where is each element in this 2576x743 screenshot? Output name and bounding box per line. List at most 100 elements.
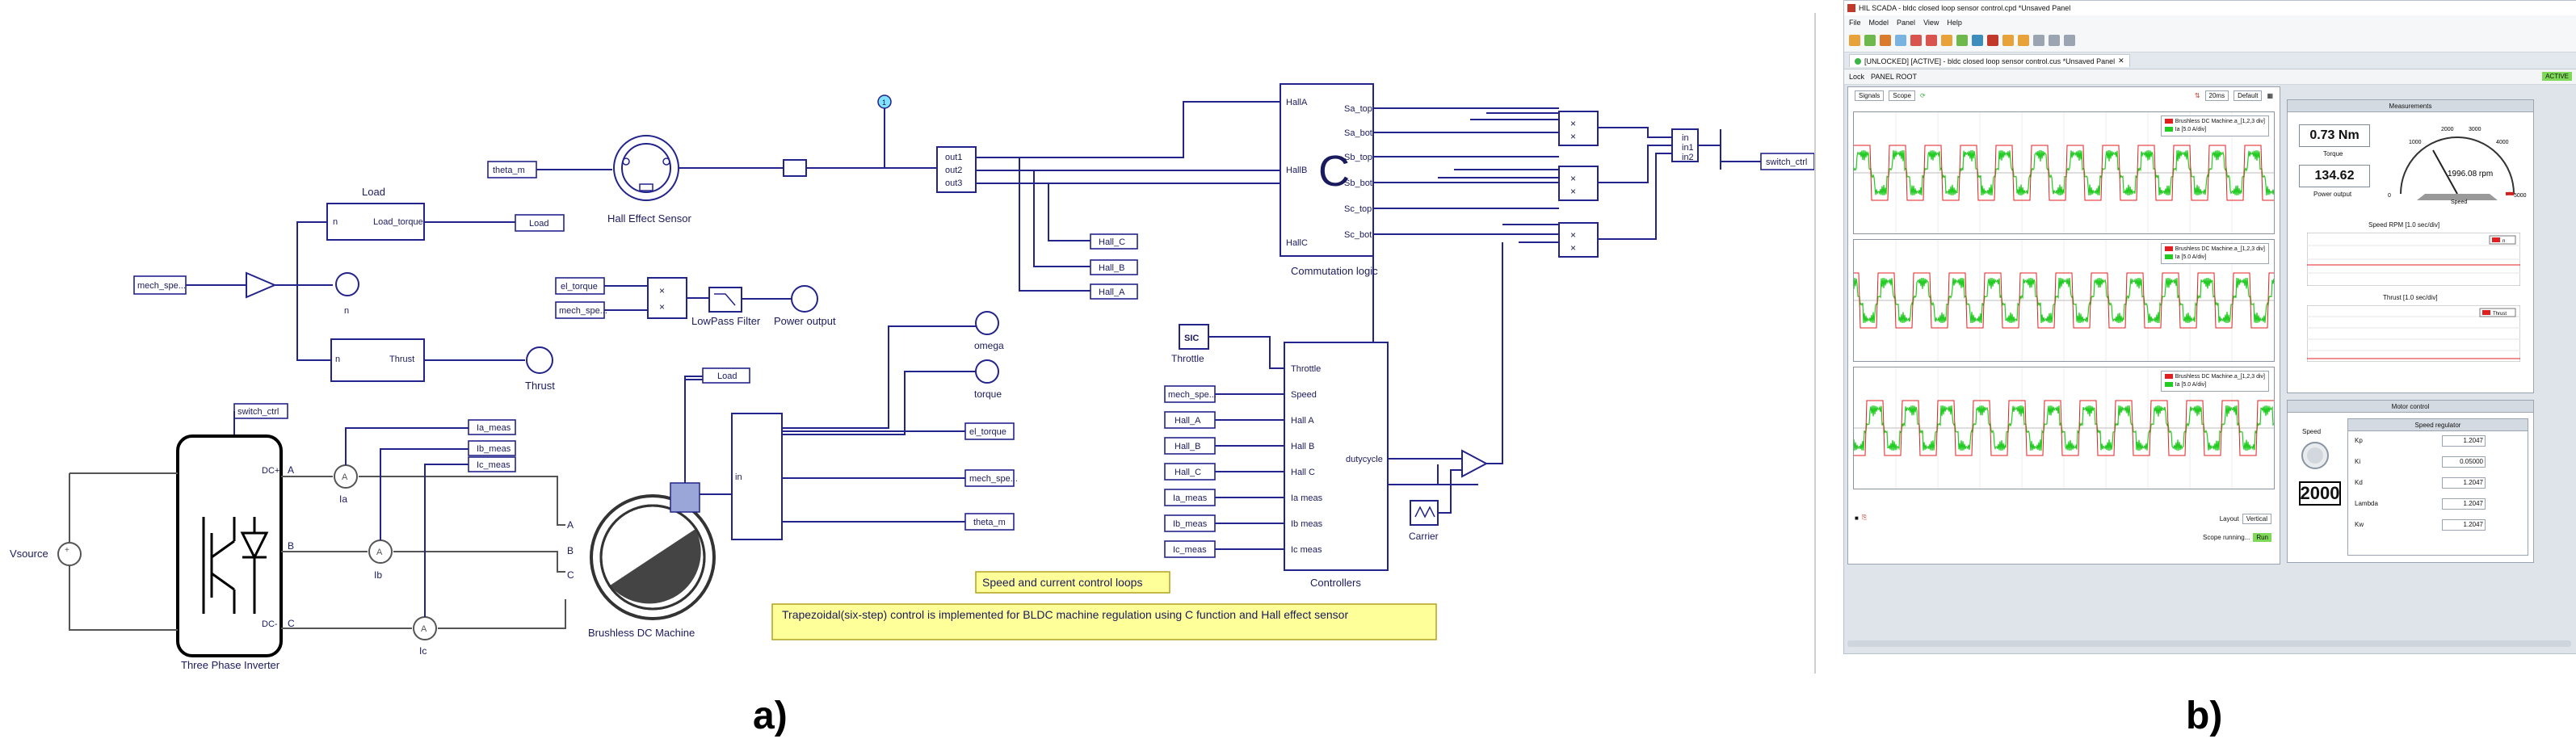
theta-out-tag[interactable] <box>964 513 1015 531</box>
hall-a-tag[interactable] <box>1090 283 1138 300</box>
svg-text:n: n <box>333 217 338 227</box>
scope-plot-2[interactable]: Brushless DC Machine.a_[1,2,3 div] Ia [5… <box>1853 239 2275 362</box>
and-gate-c[interactable] <box>1558 222 1599 258</box>
speed-setpoint-input[interactable]: 2000 <box>2299 481 2341 506</box>
mux-block[interactable] <box>1671 128 1699 162</box>
signals-button[interactable]: Signals <box>1855 90 1885 101</box>
ic-meas-tag[interactable] <box>468 456 516 472</box>
lowpass-filter-block[interactable] <box>708 287 742 313</box>
param-lambda-input[interactable]: 1.2047 <box>2442 497 2486 510</box>
carrier-block[interactable] <box>1410 500 1439 526</box>
param-ki-input[interactable]: 0.05000 <box>2442 455 2486 468</box>
menu-panel[interactable]: Panel <box>1897 18 1916 27</box>
svg-text:Hall A: Hall A <box>1291 416 1314 426</box>
panel-icon[interactable] <box>1941 35 1952 46</box>
hall-b-tag[interactable] <box>1090 259 1138 275</box>
thrust-trend-chart[interactable]: Thrust <box>2307 305 2520 362</box>
start-icon[interactable] <box>1972 35 1983 46</box>
param-row: Kd 1.2047 <box>2355 476 2524 489</box>
ia-meas-tag[interactable] <box>468 419 516 435</box>
open-icon[interactable] <box>1864 35 1876 46</box>
trigger-select[interactable]: Default <box>2234 90 2263 101</box>
param-kp-input[interactable]: 1.2047 <box>2442 434 2486 447</box>
mech-output-block[interactable] <box>731 413 783 540</box>
time-base-select[interactable]: 20ms <box>2204 90 2229 101</box>
fit-icon[interactable] <box>2064 35 2075 46</box>
new-panel-icon[interactable] <box>1849 35 1860 46</box>
layout-select[interactable]: Vertical <box>2242 514 2271 524</box>
load-model-icon[interactable] <box>1910 35 1922 46</box>
model-icon[interactable] <box>1895 35 1906 46</box>
tab-panel[interactable]: [UNLOCKED] [ACTIVE] - bldc closed loop s… <box>1849 54 2130 67</box>
svg-text:in: in <box>735 472 742 482</box>
el-torque-out-tag[interactable] <box>964 422 1015 440</box>
svg-text:Trapezoidal(six-step) control: Trapezoidal(six-step) control is impleme… <box>782 608 1348 621</box>
panel-root-breadcrumb[interactable]: PANEL ROOT <box>1871 73 1918 81</box>
multiplier-block[interactable] <box>647 277 687 319</box>
power-output-sink[interactable] <box>791 285 818 313</box>
measurements-widget: Measurements 0.73 Nm Torque 134.62 Power… <box>2287 99 2534 393</box>
gain-block[interactable] <box>246 271 277 299</box>
thrust-sink[interactable] <box>526 346 553 374</box>
camera-icon[interactable]: ■ <box>1855 514 1859 522</box>
zoom-in-icon[interactable] <box>2033 35 2044 46</box>
close-tab-icon[interactable]: ✕ <box>2118 57 2124 65</box>
note-body <box>771 603 1437 640</box>
param-kw-input[interactable]: 1.2047 <box>2442 518 2486 531</box>
controllers-block[interactable] <box>1284 342 1389 571</box>
svg-text:omega: omega <box>974 340 1004 351</box>
svg-text:Ia_meas: Ia_meas <box>1173 493 1208 503</box>
stop-icon[interactable] <box>1987 35 1998 46</box>
machine-mech-port[interactable] <box>670 482 700 513</box>
menu-model[interactable]: Model <box>1868 18 1889 27</box>
menu-file[interactable]: File <box>1849 18 1861 27</box>
comparator-block[interactable] <box>1461 449 1489 478</box>
toolbar <box>1844 29 2576 52</box>
and-gate-a[interactable] <box>1558 111 1599 146</box>
hall-section: theta_m Hall Effect Sensor 1 out1 out2 o… <box>487 94 1281 300</box>
trigger-icon[interactable]: ⇅ <box>2194 92 2200 99</box>
options-icon[interactable]: ▦ <box>2267 92 2273 99</box>
zoom-out-icon[interactable] <box>2049 35 2060 46</box>
redo-icon[interactable] <box>2018 35 2029 46</box>
menu-view[interactable]: View <box>1923 18 1939 27</box>
undo-icon[interactable] <box>2002 35 2014 46</box>
refresh-icon[interactable]: ⟳ <box>1919 92 1926 99</box>
svg-text:mech_spe...: mech_spe... <box>137 281 186 291</box>
param-kd-input[interactable]: 1.2047 <box>2442 476 2486 489</box>
horizontal-scrollbar[interactable] <box>1847 640 2571 647</box>
speed-knob[interactable] <box>2299 439 2331 472</box>
ib-meas-tag[interactable] <box>468 440 516 456</box>
export-icon[interactable]: ⎘ <box>1861 514 1868 521</box>
mech-speed-out-tag[interactable] <box>964 469 1015 487</box>
settings-icon[interactable] <box>1956 35 1968 46</box>
svg-text:Hall_A: Hall_A <box>1175 416 1201 426</box>
speed-trend-chart[interactable]: n <box>2307 233 2520 286</box>
compile-icon[interactable] <box>1926 35 1937 46</box>
panel-label-b: b) <box>2186 695 2222 737</box>
menu-help[interactable]: Help <box>1947 18 1962 27</box>
svg-text:mech_spe...: mech_spe... <box>1168 390 1217 400</box>
omega-sink[interactable] <box>975 311 999 335</box>
torque-sink[interactable] <box>975 359 999 384</box>
delay-block[interactable] <box>783 159 807 177</box>
hall-c-tag[interactable] <box>1090 233 1138 250</box>
svg-text:Hall_B: Hall_B <box>1175 442 1200 451</box>
scope-mode-select[interactable]: Scope <box>1889 90 1915 101</box>
scope-plot-3[interactable]: Brushless DC Machine.a_[1,2,3 div] Ia [5… <box>1853 367 2275 489</box>
gauge-needle <box>2432 149 2458 195</box>
vsource-block[interactable] <box>57 542 82 566</box>
commutation-block[interactable] <box>1280 83 1374 257</box>
and-gate-b[interactable] <box>1558 166 1599 201</box>
lock-button[interactable]: Lock <box>1849 73 1865 81</box>
throttle-block[interactable] <box>1179 324 1209 350</box>
load-in-tag[interactable] <box>702 367 750 384</box>
torque-display: 0.73 Nm <box>2299 124 2370 147</box>
panel-label-a: a) <box>753 695 788 737</box>
svg-text:Ic_meas: Ic_meas <box>477 460 511 470</box>
save-icon[interactable] <box>1880 35 1891 46</box>
param-row: Kw 1.2047 <box>2355 518 2524 531</box>
gauge-tick-3: 3000 <box>2469 127 2481 132</box>
n-sink[interactable] <box>335 272 359 296</box>
scope-plot-1[interactable]: Brushless DC Machine.a_[1,2,3 div] Ia [5… <box>1853 111 2275 234</box>
